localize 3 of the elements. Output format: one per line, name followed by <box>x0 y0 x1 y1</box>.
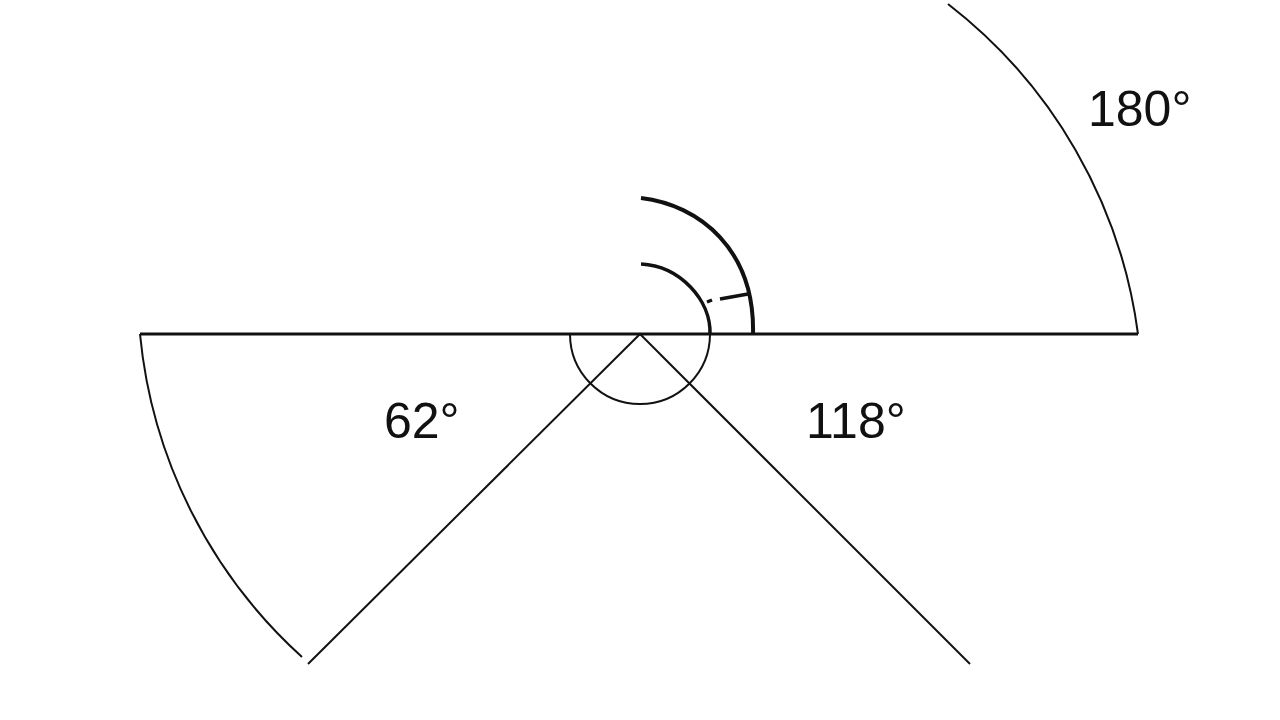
angle-label: 180° <box>1088 84 1192 134</box>
angle-label: 118° <box>806 396 906 446</box>
angle-label: 62° <box>384 396 460 446</box>
